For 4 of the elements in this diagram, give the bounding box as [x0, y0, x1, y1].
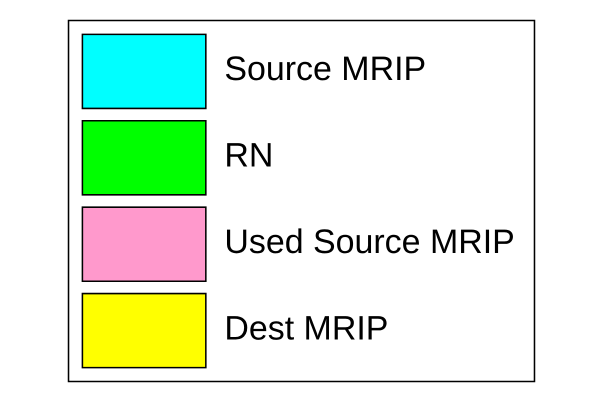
legend-label: Dest MRIP — [224, 309, 388, 348]
legend-label: Source MRIP — [224, 50, 426, 88]
legend-label: RN — [224, 136, 274, 174]
legend-label: Used Source MRIP — [224, 222, 515, 261]
